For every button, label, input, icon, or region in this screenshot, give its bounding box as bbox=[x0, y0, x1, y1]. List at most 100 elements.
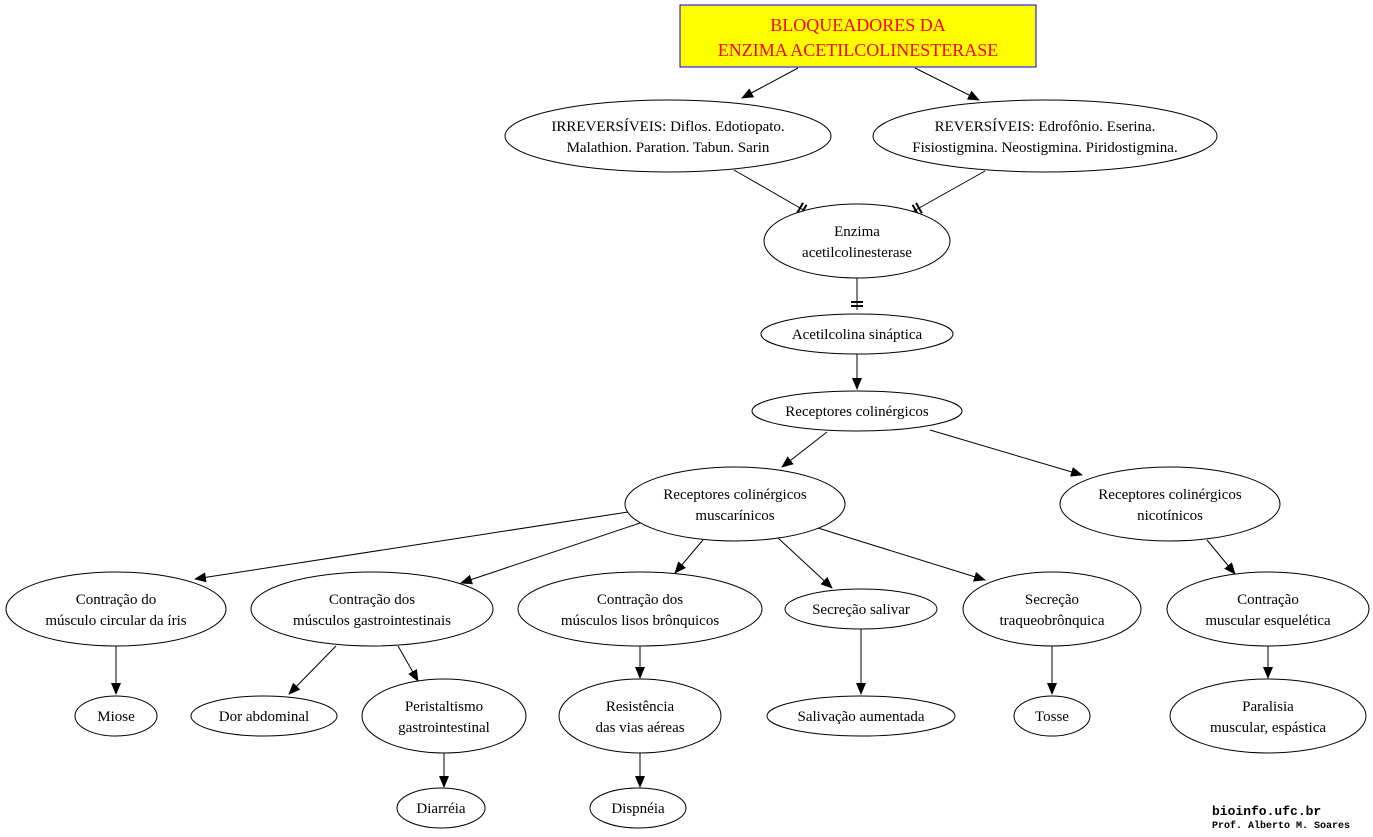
edge-muscarinicos-to-traqueo bbox=[817, 527, 986, 582]
node-salivar-label-1: Secreção salivar bbox=[812, 602, 910, 618]
node-enzima-label-1: Enzima bbox=[834, 224, 880, 240]
node-dispneia-ellipse bbox=[589, 787, 687, 829]
edge-muscarinicos-to-salivar bbox=[777, 537, 833, 589]
edge-nicotinicos-to-esqueletica bbox=[1206, 539, 1236, 575]
node-reversiveis: REVERSÍVEIS: Edrofônio. Eserina. Fisiosti… bbox=[872, 99, 1218, 173]
node-nicotinicos: Receptores colinérgicos nicotínicos bbox=[1059, 466, 1281, 542]
node-salivar: Secreção salivar bbox=[784, 588, 938, 630]
title-line-2: ENZIMA ACETILCOLINESTERASE bbox=[718, 40, 999, 60]
edge-gastro-to-dor bbox=[288, 645, 337, 695]
node-dor: Dor abdominal bbox=[190, 695, 338, 737]
node-salivacao-label-1: Salivação aumentada bbox=[797, 709, 924, 725]
node-bronquicos-label-1: Contração dos bbox=[597, 592, 683, 608]
node-peristaltismo: Peristaltismo gastrointestinal bbox=[361, 678, 527, 754]
node-traqueo-label-1: Secreção bbox=[1025, 592, 1079, 608]
node-bronquicos-ellipse bbox=[517, 571, 763, 647]
nodes-layer: IRREVERSÍVEIS: Diflos. Edotiopato. Malath… bbox=[5, 99, 1370, 829]
node-enzima: Enzima acetilcolinesterase bbox=[763, 203, 951, 279]
node-esqueletica-label-1: Contração bbox=[1237, 592, 1299, 608]
node-tosse-ellipse bbox=[1013, 695, 1091, 737]
node-receptores-label-1: Receptores colinérgicos bbox=[785, 404, 929, 420]
edge-irreversiveis-to-enzima bbox=[733, 169, 808, 213]
node-esqueletica-ellipse bbox=[1166, 571, 1370, 647]
edge-reversiveis-to-enzima bbox=[911, 170, 986, 213]
node-esqueletica-label-2: muscular esquelética bbox=[1205, 613, 1331, 629]
node-salivar-ellipse bbox=[784, 588, 938, 630]
node-acetilcolina-ellipse bbox=[760, 313, 954, 355]
node-gastro-label-1: Contração dos bbox=[329, 592, 415, 608]
node-traqueo-ellipse bbox=[962, 571, 1142, 647]
node-bronquicos: Contração dos músculos lisos brônquicos bbox=[517, 571, 763, 647]
node-esqueletica: Contração muscular esquelética bbox=[1166, 571, 1370, 647]
node-paralisia-label-1: Paralisia bbox=[1242, 699, 1294, 715]
edge-gastro-to-peristaltismo bbox=[397, 645, 419, 682]
tee-bar-reversiveis-to-enzima bbox=[915, 202, 923, 214]
node-paralisia-label-2: muscular, espástica bbox=[1210, 720, 1326, 736]
credits: bioinfo.ufc.br Prof. Alberto M. Soares bbox=[1212, 804, 1350, 832]
node-muscarinicos-label-2: muscarínicos bbox=[695, 508, 774, 524]
node-diarreia: Diarréia bbox=[396, 787, 486, 829]
node-tosse: Tosse bbox=[1013, 695, 1091, 737]
node-enzima-label-2: acetilcolinesterase bbox=[802, 245, 912, 261]
node-iris-ellipse bbox=[5, 571, 227, 647]
node-traqueo: Secreção traqueobrônquica bbox=[962, 571, 1142, 647]
node-bronquicos-label-2: músculos lisos brônquicos bbox=[561, 613, 719, 629]
node-peristaltismo-label-1: Peristaltismo bbox=[405, 699, 483, 715]
node-resistencia-label-2: das vias aéreas bbox=[595, 720, 684, 736]
node-reversiveis-label-2: Fisiostigmina. Neostigmina. Piridostigmi… bbox=[912, 140, 1177, 156]
node-gastro-ellipse bbox=[250, 571, 494, 647]
node-irreversiveis-label-1: IRREVERSÍVEIS: Diflos. Edotiopato. bbox=[551, 118, 784, 135]
node-muscarinicos-label-1: Receptores colinérgicos bbox=[663, 487, 807, 503]
node-resistencia-ellipse bbox=[558, 678, 722, 754]
node-miose: Miose bbox=[74, 695, 158, 737]
node-receptores: Receptores colinérgicos bbox=[751, 390, 963, 432]
node-muscarinicos-ellipse bbox=[624, 466, 846, 542]
node-enzima-ellipse bbox=[763, 203, 951, 279]
node-peristaltismo-ellipse bbox=[361, 678, 527, 754]
node-dispneia-label-1: Dispnéia bbox=[611, 801, 665, 817]
title-line-1: BLOQUEADORES DA bbox=[770, 15, 946, 35]
node-muscarinicos: Receptores colinérgicos muscarínicos bbox=[624, 466, 846, 542]
credit-author: Prof. Alberto M. Soares bbox=[1212, 820, 1350, 832]
node-peristaltismo-label-2: gastrointestinal bbox=[398, 720, 490, 736]
node-reversiveis-label-1: REVERSÍVEIS: Edrofônio. Eserina. bbox=[935, 118, 1156, 135]
node-paralisia: Paralisia muscular, espástica bbox=[1169, 678, 1367, 754]
node-acetilcolina-label-1: Acetilcolina sináptica bbox=[792, 327, 923, 343]
node-tosse-label-1: Tosse bbox=[1035, 709, 1069, 725]
node-reversiveis-ellipse bbox=[872, 99, 1218, 173]
node-nicotinicos-label-1: Receptores colinérgicos bbox=[1098, 487, 1242, 503]
node-salivacao: Salivação aumentada bbox=[766, 695, 956, 737]
node-iris-label-1: Contração do bbox=[76, 592, 156, 608]
node-dispneia: Dispnéia bbox=[589, 787, 687, 829]
node-nicotinicos-ellipse bbox=[1059, 466, 1281, 542]
node-salivacao-ellipse bbox=[766, 695, 956, 737]
edge-title-to-reversiveis bbox=[914, 67, 980, 101]
node-receptores-ellipse bbox=[751, 390, 963, 432]
tee-bar-irreversiveis-to-enzima bbox=[796, 202, 804, 214]
node-dor-ellipse bbox=[190, 695, 338, 737]
title-box-rect bbox=[679, 4, 1037, 68]
title-box: BLOQUEADORES DA ENZIMA ACETILCOLINESTERA… bbox=[679, 4, 1037, 68]
edge-muscarinicos-to-bronquicos bbox=[674, 539, 704, 574]
node-nicotinicos-label-2: nicotínicos bbox=[1137, 508, 1203, 524]
node-irreversiveis-ellipse bbox=[504, 99, 832, 173]
node-miose-ellipse bbox=[74, 695, 158, 737]
node-irreversiveis-label-2: Malathion. Paration. Tabun. Sarin bbox=[567, 140, 770, 156]
node-paralisia-ellipse bbox=[1169, 678, 1367, 754]
credit-site: bioinfo.ufc.br bbox=[1212, 804, 1321, 819]
edge-muscarinicos-to-gastro bbox=[460, 522, 641, 585]
node-resistencia-label-1: Resistência bbox=[606, 699, 675, 715]
node-diarreia-ellipse bbox=[396, 787, 486, 829]
edge-receptores-to-nicotinicos bbox=[929, 429, 1083, 477]
node-diarreia-label-1: Diarréia bbox=[416, 801, 465, 817]
node-resistencia: Resistência das vias aéreas bbox=[558, 678, 722, 754]
edge-receptores-to-muscarinicos bbox=[781, 431, 828, 468]
node-traqueo-label-2: traqueobrônquica bbox=[1000, 613, 1105, 629]
node-dor-label-1: Dor abdominal bbox=[219, 709, 309, 725]
node-acetilcolina: Acetilcolina sináptica bbox=[760, 313, 954, 355]
edges-layer bbox=[111, 67, 1273, 788]
node-irreversiveis: IRREVERSÍVEIS: Diflos. Edotiopato. Malath… bbox=[504, 99, 832, 173]
